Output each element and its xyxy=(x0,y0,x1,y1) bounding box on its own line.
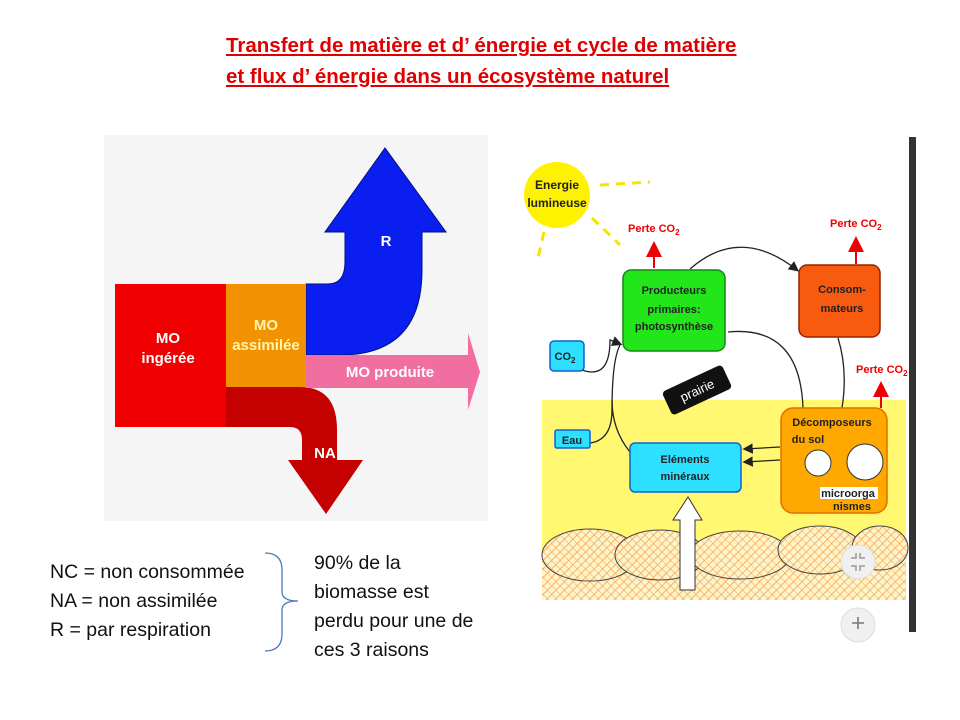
mo-ingeree-label-2: ingérée xyxy=(141,350,194,367)
co2-label: CO2 xyxy=(555,351,577,365)
na-label: NA xyxy=(314,445,336,462)
exit-fullscreen-button[interactable] xyxy=(840,544,876,580)
legend-na: NA = non assimilée xyxy=(50,590,218,612)
mineral-uptake-arrow xyxy=(672,496,703,591)
microorganismes-label-1: microorga xyxy=(821,488,876,500)
decomposeurs-box xyxy=(780,407,888,514)
perte-co2-label-2: Perte CO2 xyxy=(830,218,882,232)
mo-assimilee-label-2: assimilée xyxy=(232,337,300,354)
r-label: R xyxy=(381,233,392,250)
elements-label-2: minéraux xyxy=(661,471,711,483)
mo-produite-arrow xyxy=(306,333,480,410)
arrow-producers-to-consumers xyxy=(689,246,800,272)
co2-box xyxy=(549,340,585,372)
eau-label: Eau xyxy=(562,435,582,447)
consommateurs-label-1: Consom- xyxy=(818,284,866,296)
arrow-decomposers-to-minerals-2 xyxy=(742,456,781,467)
soil-rocks xyxy=(541,525,909,582)
sun-label-1: Energie xyxy=(535,178,579,192)
mo-ingeree-box xyxy=(115,284,226,427)
add-button[interactable] xyxy=(840,607,876,643)
mo-assimilee-box xyxy=(226,284,306,387)
consommateurs-box xyxy=(798,264,881,338)
legend-nc: NC = non consommée xyxy=(50,561,245,583)
decomposeurs-label-2: du sol xyxy=(792,434,824,446)
brace xyxy=(264,552,299,652)
arrow-producers-to-decomposers xyxy=(727,330,804,409)
elements-label-1: Eléments xyxy=(661,454,710,466)
producteurs-label-3: photosynthèse xyxy=(635,321,713,333)
na-arrow xyxy=(226,387,363,514)
arrow-minerals-to-producers xyxy=(611,399,631,453)
note-line-1: 90% de la xyxy=(314,552,401,574)
slide-title-line1: Transfert de matière et d’ énergie et cy… xyxy=(226,34,737,57)
producteurs-label-2: primaires: xyxy=(647,304,700,316)
producteurs-box xyxy=(622,269,726,352)
perte-co2-label-3: Perte CO2 xyxy=(856,364,908,378)
microorganismes-label-2: nismes xyxy=(833,501,871,513)
note-line-4: ces 3 raisons xyxy=(314,639,429,661)
note-line-2: biomasse est xyxy=(314,581,429,603)
sun-icon xyxy=(524,162,590,228)
mo-ingeree-label-1: MO xyxy=(156,330,180,347)
producteurs-label-1: Producteurs xyxy=(642,285,707,297)
elements-mineraux-box xyxy=(629,442,742,493)
arrow-co2-to-producers xyxy=(581,336,623,373)
scrollbar[interactable] xyxy=(909,137,916,632)
sun-rays xyxy=(535,180,651,263)
mo-assimilee-label-1: MO xyxy=(254,317,278,334)
microorganism-icon-1 xyxy=(804,449,832,477)
note-line-3: perdu pour une de xyxy=(314,610,474,632)
mo-produite-label: MO produite xyxy=(346,364,434,381)
collapse-icon xyxy=(851,553,865,571)
arrow-decomposers-to-minerals-1 xyxy=(742,443,781,454)
legend-r: R = par respiration xyxy=(50,619,211,641)
arrow-consumers-to-decomposers xyxy=(837,337,845,409)
plus-icon xyxy=(852,617,864,629)
slide-title-line2: et flux d’ énergie dans un écosystème na… xyxy=(226,65,670,88)
decomposeurs-label-1: Décomposeurs xyxy=(792,417,871,429)
perte-co2-label-1: Perte CO2 xyxy=(628,223,680,237)
sun-label-2: lumineuse xyxy=(527,196,587,210)
microorganism-icon-2 xyxy=(846,443,884,481)
microorganismes-label-bg xyxy=(820,487,878,499)
r-arrow xyxy=(305,147,447,356)
eau-box xyxy=(554,429,591,449)
consommateurs-label-2: mateurs xyxy=(821,303,864,315)
